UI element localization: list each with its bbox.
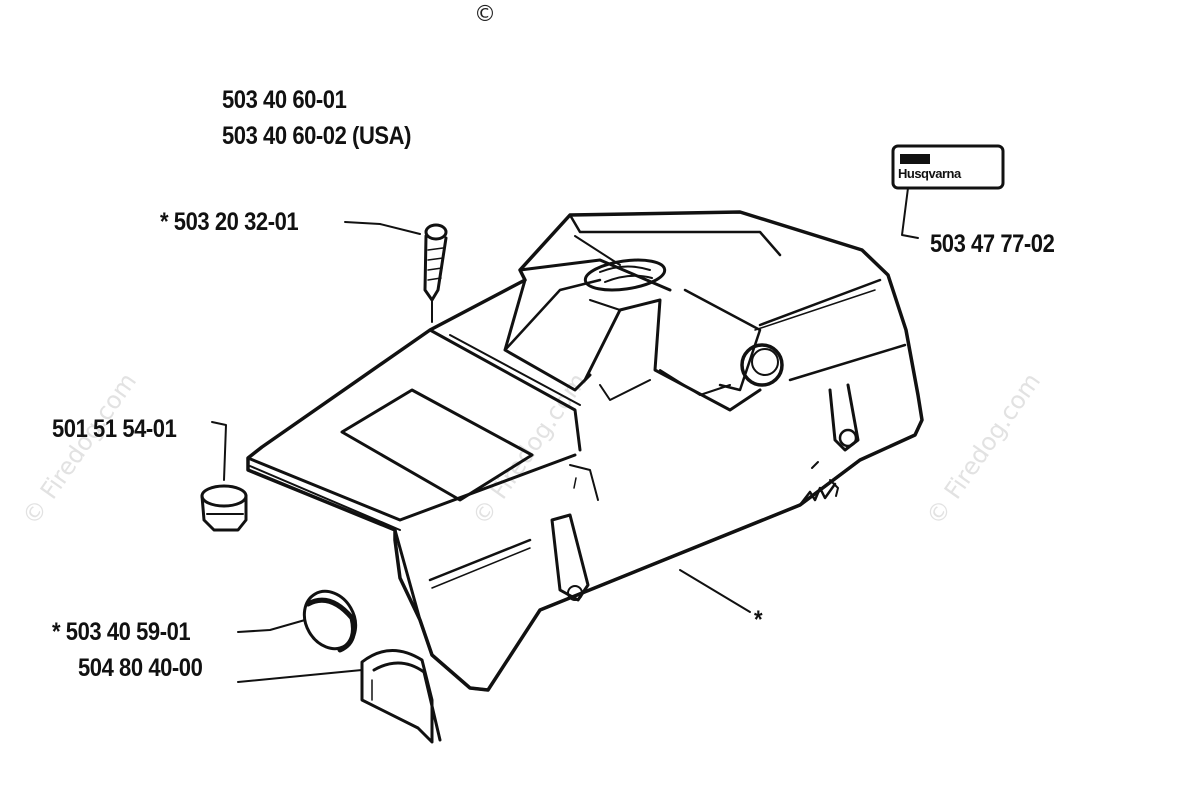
- plug-part: [200, 421, 248, 532]
- decal-part-number: 503 47 77-02: [930, 230, 1055, 258]
- cover-part-marker: *: [754, 606, 763, 634]
- cylinder-cover: [246, 210, 924, 692]
- screw-part-number: * 503 20 32-01: [160, 208, 299, 236]
- decal-text: Husqvarna: [898, 166, 961, 181]
- cover-leader: [679, 569, 751, 613]
- side-slot: [828, 383, 860, 452]
- plug-part-number: 501 51 54-01: [52, 415, 177, 443]
- cap-part: [237, 649, 442, 744]
- disc-part-number: * 503 40 59-01: [52, 618, 191, 646]
- cap-part-number: 504 80 40-00: [78, 654, 203, 682]
- disc-part: [237, 589, 358, 653]
- logo-emblem: [583, 258, 667, 292]
- side-hole: [740, 343, 784, 387]
- plug-leader: [211, 421, 227, 481]
- vent-window: [340, 388, 534, 502]
- cap-leader: [237, 669, 363, 683]
- disc-leader: [237, 619, 306, 633]
- copyright-symbol: ©: [474, 2, 496, 27]
- decal-leader: [901, 187, 919, 239]
- cover-skirt: [393, 528, 490, 692]
- assembly-number: 503 40 60-02 (USA): [222, 122, 411, 150]
- screw-leader: [344, 221, 421, 235]
- front-slot: [550, 513, 590, 602]
- assembly-number: 503 40 60-01: [222, 86, 347, 114]
- decal-part: [891, 144, 1005, 239]
- screw-part: [344, 221, 448, 323]
